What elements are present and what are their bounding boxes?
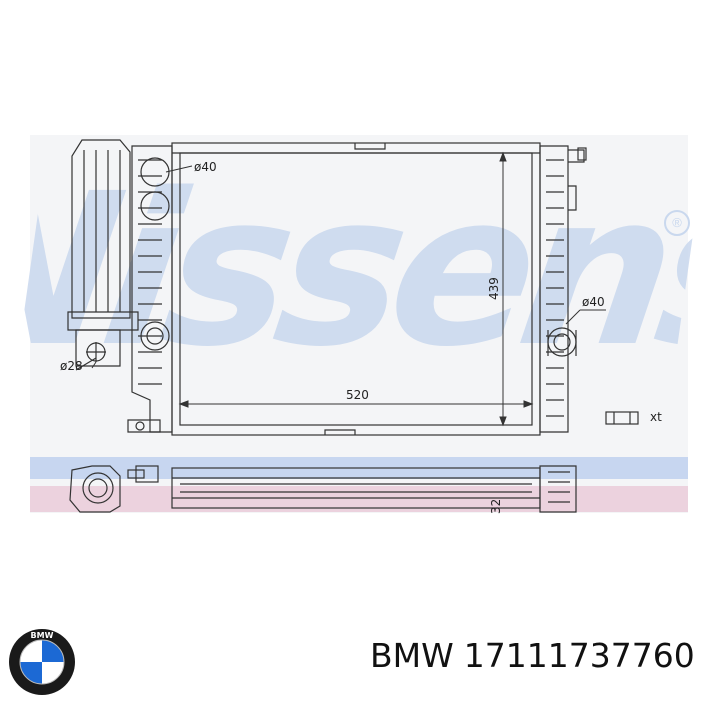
drawing-panel: [30, 135, 688, 513]
expansion-tank: [67, 139, 139, 371]
bmw-logo-icon: BMW: [9, 629, 75, 695]
registered-mark-icon: ®: [664, 210, 690, 236]
dim-tank-port-diameter: ø28: [60, 359, 83, 373]
radiator-top-view: [69, 465, 577, 513]
dim-core-depth: 32: [489, 499, 503, 514]
dim-core-width: 520: [346, 388, 369, 402]
fitting-xt: [605, 411, 639, 425]
left-end-tank: [127, 145, 173, 433]
dim-inlet-diameter: ø40: [194, 160, 217, 174]
part-number: 17111737760: [463, 636, 695, 675]
right-end-tank: [539, 145, 587, 433]
dimension-lines: [91, 151, 606, 427]
bmw-logo-letters: BMW: [31, 631, 54, 640]
brand-name: BMW: [370, 636, 454, 675]
dim-core-height: 439: [487, 277, 501, 300]
fitting-xt-label: xt: [650, 410, 662, 424]
dim-outlet-diameter: ø40: [582, 295, 605, 309]
